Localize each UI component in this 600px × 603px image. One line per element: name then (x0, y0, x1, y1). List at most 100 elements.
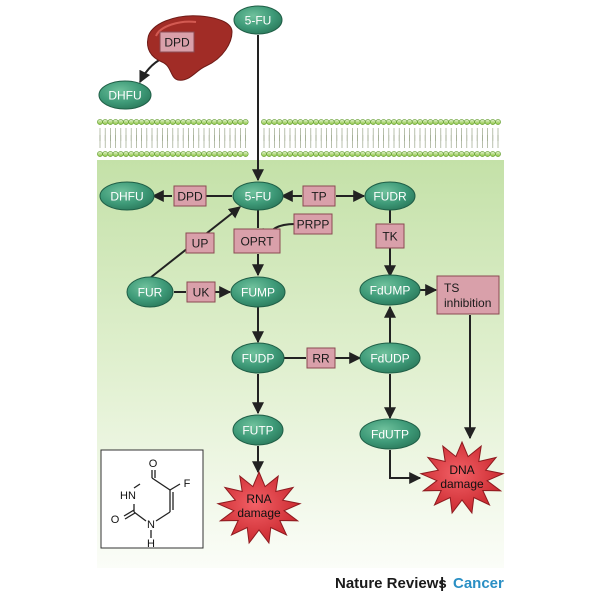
lipid-head (359, 151, 366, 157)
lipid-head (159, 119, 166, 125)
lipid-head (190, 151, 197, 157)
lipid-head (175, 151, 181, 157)
lipid-head (292, 151, 299, 157)
lipid-head (242, 151, 249, 157)
fudr-oval-label: FUDR (373, 190, 407, 204)
lipid-head (195, 119, 202, 125)
lipid-head (474, 119, 481, 125)
lipid-head (479, 151, 486, 157)
lipid-head (339, 151, 345, 157)
lipid-head (396, 119, 403, 125)
tp-box-label: TP (311, 190, 326, 204)
lipid-head (102, 151, 109, 157)
lipid-head (143, 151, 150, 157)
tk-box-label: TK (382, 230, 397, 244)
lipid-head (484, 151, 491, 157)
prpp-box-label: PRPP (297, 218, 330, 232)
lipid-head (323, 151, 330, 157)
lipid-head (227, 119, 233, 125)
dpd-box-label: DPD (177, 190, 203, 204)
lipid-head (328, 151, 335, 157)
lipid-head (349, 151, 356, 157)
lipid-head (266, 151, 273, 157)
journal-section: Cancer (453, 575, 504, 592)
lipid-head (154, 119, 161, 125)
uk-box (186, 281, 216, 303)
lipid-head (484, 119, 491, 125)
lipid-head (107, 151, 114, 157)
structure-f: F (184, 478, 191, 490)
lipid-head (175, 119, 181, 125)
lipid-head (328, 119, 335, 125)
lipid-head (385, 151, 392, 157)
fdudp-oval (359, 342, 421, 374)
lipid-head (375, 119, 382, 125)
lipid-head (448, 151, 455, 157)
lipid-head (411, 119, 418, 125)
lipid-head (297, 119, 304, 125)
lipid-head (271, 119, 278, 125)
fump-oval (230, 276, 286, 308)
lipid-head (427, 119, 434, 125)
fu-top-oval-label: 5-FU (245, 14, 272, 28)
fdudp-oval-label: FdUDP (370, 352, 409, 366)
lipid-head (406, 151, 413, 157)
lipid-head (354, 151, 361, 157)
structure-box (100, 449, 204, 549)
lipid-head (339, 119, 345, 125)
journal-name: Nature Reviews (335, 575, 447, 592)
lipid-head (159, 151, 166, 157)
lipid-head (164, 151, 171, 157)
lipid-head (406, 119, 413, 125)
fdutp-oval (359, 418, 421, 450)
lipid-head (370, 151, 377, 157)
lipid-head (318, 119, 325, 125)
lipid-head (495, 119, 501, 125)
tk-box (375, 223, 405, 249)
lipid-head (365, 119, 371, 125)
lipid-head (143, 119, 150, 125)
lipid-head (195, 151, 202, 157)
lipid-head (242, 119, 249, 125)
5fu-chemical-structure: O HN O N H F (100, 449, 204, 550)
lipid-head (237, 119, 244, 125)
lipid-head (432, 119, 439, 125)
lipid-head (297, 151, 304, 157)
lipid-head (391, 119, 397, 125)
lipid-head (344, 119, 351, 125)
lipid-head (206, 119, 213, 125)
lipid-head (281, 119, 288, 125)
lipid-head (469, 151, 475, 157)
lipid-head (333, 151, 340, 157)
lipid-head (307, 151, 314, 157)
lipid-head (185, 151, 192, 157)
lipid-head (380, 151, 387, 157)
lipid-head (185, 119, 192, 125)
lipid-head (154, 151, 161, 157)
lipid-head (133, 119, 140, 125)
cell-membrane (97, 119, 501, 157)
lipid-head (349, 119, 356, 125)
lipid-head (453, 119, 460, 125)
rr-box-label: RR (312, 352, 330, 366)
lipid-head (180, 119, 187, 125)
lipid-head (206, 151, 213, 157)
uk-box-label: UK (193, 286, 210, 300)
lipid-head (237, 151, 244, 157)
lipid-head (102, 119, 109, 125)
oprt-box (233, 228, 281, 254)
lipid-head (489, 119, 496, 125)
lipid-head (281, 151, 288, 157)
lipid-head (396, 151, 403, 157)
lipid-head (307, 119, 314, 125)
prpp-box (293, 213, 333, 235)
dhfu-oval (99, 181, 155, 211)
dpd-box (173, 185, 207, 207)
lipid-head (469, 119, 475, 125)
arrow-fdutp-dna (389, 450, 422, 484)
fur-oval (126, 276, 174, 308)
fdump-oval-label: FdUMP (370, 284, 411, 298)
lipid-head (453, 151, 460, 157)
lipid-head (318, 151, 325, 157)
lipid-head (221, 119, 228, 125)
